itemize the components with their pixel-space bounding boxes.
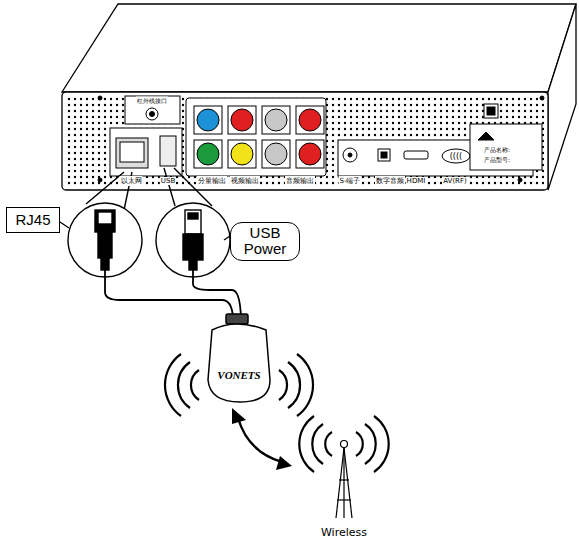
device-logo: VONETS [212, 366, 266, 385]
rca-jacks [194, 106, 324, 168]
callout-box: RJ45 [6, 207, 60, 233]
port-label: 产品型号: [483, 156, 511, 165]
port-label: 红外线接口 [136, 97, 168, 106]
caption-label: Wireless [320, 526, 368, 539]
port-label: 以太网 [120, 176, 143, 186]
port-label: 数字音频 [375, 176, 405, 186]
cables [105, 270, 241, 318]
plug-magnifiers [60, 168, 230, 277]
wave-symbols [165, 354, 389, 472]
port-label: 视频输出 [230, 176, 260, 186]
node-text: RJ45 [15, 212, 50, 229]
port-label: S-端子 [339, 176, 362, 186]
vonets-device [208, 314, 270, 402]
port-label: AV(RF) [442, 177, 467, 185]
link-arrow [232, 408, 292, 470]
antenna-tower [336, 441, 352, 519]
port-label: 音频输出 [285, 176, 315, 186]
set-top-box [62, 4, 576, 190]
node-text: USB Power [241, 225, 289, 258]
port-label: 产品名称: [483, 146, 511, 155]
node-text: VONETS [217, 369, 260, 381]
port-label: USB [160, 177, 176, 185]
port-label: HDMI [406, 177, 427, 185]
svg-text:((((: (((( [450, 152, 462, 161]
port-label: 分量输出 [197, 176, 227, 186]
callout-box: USB Power [230, 222, 300, 261]
